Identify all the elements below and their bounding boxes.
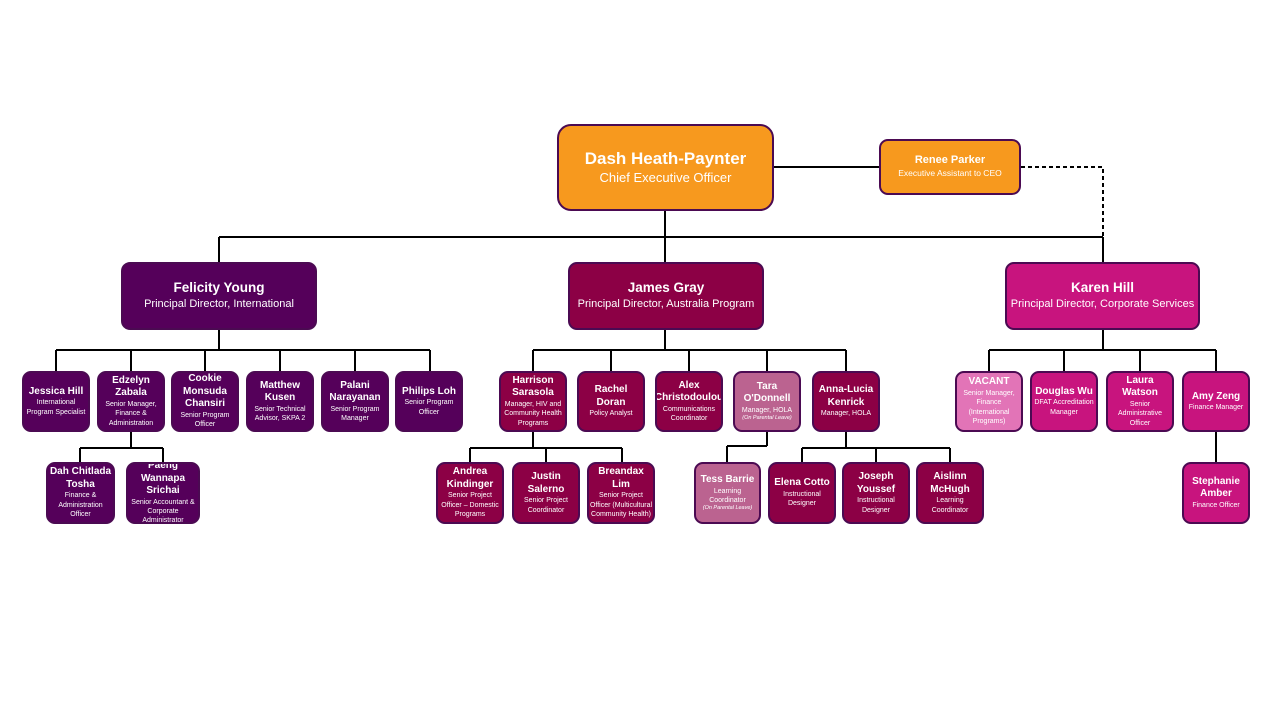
job-title: Instructional Designer xyxy=(783,490,821,508)
job-title: Senior Manager, Finance (International P… xyxy=(963,389,1015,426)
person-name: Aislinn McHugh xyxy=(930,471,970,495)
connector-ceo xyxy=(218,211,1104,262)
person-name: Matthew Kusen xyxy=(260,379,300,404)
job-title: Finance & Administration Officer xyxy=(58,492,103,519)
job-title: Policy Analyst xyxy=(589,410,633,418)
job-title: Manager, HOLA xyxy=(820,410,872,418)
person-name: Tess Barrie xyxy=(700,474,755,486)
leave-note: (On Parental Leave) xyxy=(742,415,792,422)
job-title: Senior Project Officer – Domestic Progra… xyxy=(441,492,499,519)
connector-corporate xyxy=(988,330,1217,462)
job-title: Senior Administrative Officer xyxy=(1118,400,1162,427)
person-name: Edzelyn Zabala xyxy=(112,374,150,399)
job-title: Executive Assistant to CEO xyxy=(898,168,1002,179)
job-title: Senior Program Officer xyxy=(404,399,454,416)
person-name: Joseph Youssef xyxy=(856,471,896,495)
job-title: Learning Coordinator xyxy=(709,487,746,504)
connector-australia xyxy=(469,330,951,462)
person-name: Andrea Kindinger xyxy=(446,466,494,490)
job-title: Principal Director, Corporate Services xyxy=(1010,298,1195,311)
org-node-douglas-wu: Douglas Wu DFAT Accreditation Manager xyxy=(1030,371,1098,432)
job-title: International Program Specialist xyxy=(26,399,86,416)
job-title: Manager, HOLA xyxy=(741,406,793,414)
person-name: Anna-Lucia Kenrick xyxy=(818,384,874,408)
person-name: Renee Parker xyxy=(914,154,986,167)
job-title: Senior Program Officer xyxy=(180,411,230,429)
person-name: Jessica Hill xyxy=(28,385,84,397)
job-title: Senior Manager, Finance & Administration xyxy=(105,400,157,427)
job-title: Senior Accountant & Corporate Administra… xyxy=(131,498,195,524)
job-title: Learning Coordinator xyxy=(931,497,969,514)
connector-dotted-ea-karen xyxy=(1021,166,1104,237)
person-name: Dah Chitlada Tosha xyxy=(49,466,112,490)
person-name: Alex Christodoulou xyxy=(655,379,723,404)
job-title: Senior Project Coordinator xyxy=(524,497,568,514)
job-title: Manager, HIV and Community Health Progra… xyxy=(504,400,562,427)
job-title: Finance Manager xyxy=(1188,404,1244,412)
person-name: Rachel Doran xyxy=(594,384,628,408)
job-title: Senior Technical Advisor, SKPA 2 xyxy=(254,405,306,422)
person-name: Paeng Wannapa Srichai xyxy=(140,462,186,497)
job-title: Chief Executive Officer xyxy=(599,170,732,186)
person-name: Harrison Sarasola xyxy=(512,374,554,399)
person-name: Elena Cotto xyxy=(774,477,830,489)
person-name: Palani Narayanan xyxy=(329,379,381,404)
person-name: Amy Zeng xyxy=(1191,390,1241,402)
person-name: Tara O'Donnell xyxy=(743,380,791,405)
person-name: Justin Salerno xyxy=(527,471,565,495)
person-name: James Gray xyxy=(627,280,705,296)
person-name: Laura Watson xyxy=(1122,374,1158,399)
job-title: Principal Director, Australia Program xyxy=(577,298,755,311)
job-title: Finance Officer xyxy=(1192,501,1240,509)
person-name: Dash Heath-Paynter xyxy=(584,149,747,169)
person-name: Breandax Lim xyxy=(598,466,644,490)
job-title: Senior Project Officer (Multicultural Co… xyxy=(589,492,653,519)
person-name: Stephanie Amber xyxy=(1192,475,1240,500)
connector-international xyxy=(55,330,431,462)
job-title: Senior Program Manager xyxy=(330,405,380,422)
job-title: Instructional Designer xyxy=(857,497,895,514)
person-name: Douglas Wu xyxy=(1035,385,1093,397)
person-name: Philips Loh xyxy=(402,385,456,397)
person-name: Cookie Monsuda Chansiri xyxy=(183,373,227,410)
person-name: VACANT xyxy=(968,376,1010,388)
person-name: Felicity Young xyxy=(173,280,265,296)
leave-note: (On Parental Leave) xyxy=(702,505,753,512)
job-title: DFAT Accreditation Manager xyxy=(1034,399,1094,416)
job-title: Principal Director, International xyxy=(144,298,294,311)
job-title: Communications Coordinator xyxy=(662,405,716,422)
person-name: Karen Hill xyxy=(1070,280,1135,296)
